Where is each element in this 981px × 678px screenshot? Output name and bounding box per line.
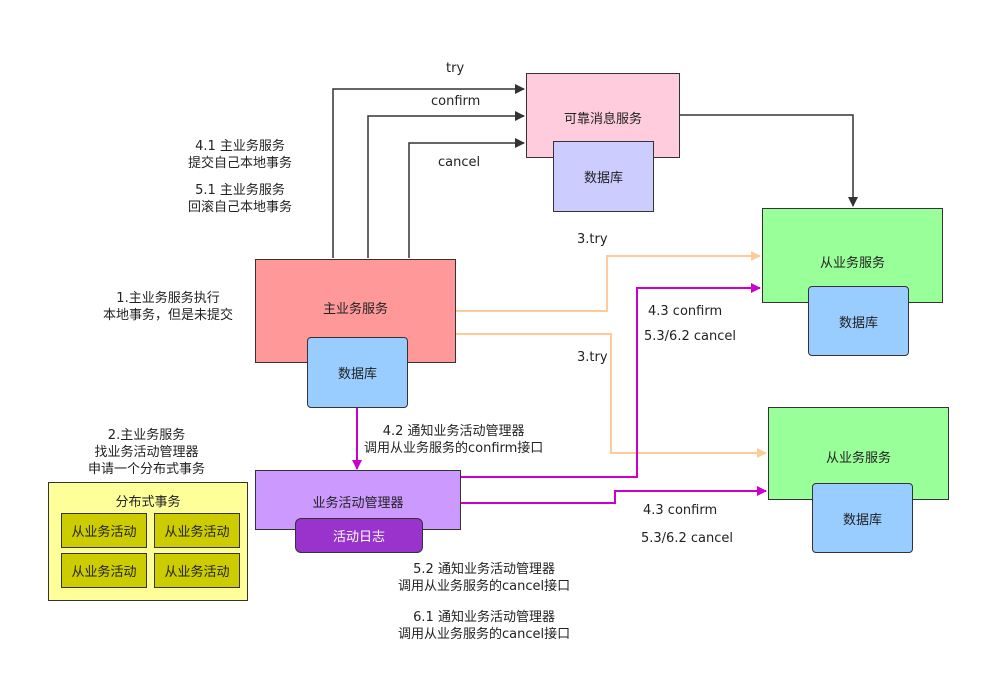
slave-activity-label: 从业务活动 bbox=[164, 565, 230, 580]
note-5-1: 5.1 主业务服务 回滚自己本地事务 bbox=[188, 183, 293, 215]
edge-confirm-slave2 bbox=[461, 486, 767, 504]
database-label: 数据库 bbox=[583, 171, 623, 186]
slave-service-2-database: 数据库 bbox=[812, 483, 913, 553]
main-service-label: 主业务服务 bbox=[322, 302, 388, 317]
activity-log: 活动日志 bbox=[295, 518, 423, 553]
database-label: 数据库 bbox=[838, 315, 878, 331]
slave-activity-4: 从业务活动 bbox=[154, 553, 240, 588]
database-label: 数据库 bbox=[337, 367, 377, 382]
edge-label-cancel-slave1: 5.3/6.2 cancel bbox=[644, 329, 736, 344]
edge-confirm-slave1 bbox=[461, 283, 761, 478]
database-label: 数据库 bbox=[842, 512, 882, 528]
note-6-1: 6.1 通知业务活动管理器 调用从业务服务的cancel接口 bbox=[398, 610, 571, 642]
activity-manager-label: 业务活动管理器 bbox=[312, 496, 404, 511]
slave-service-1-database: 数据库 bbox=[808, 286, 909, 356]
edge-label-confirm-slave2: 4.3 confirm bbox=[643, 503, 718, 518]
edge-label-try-slave1: 3.try bbox=[577, 232, 608, 247]
slave-activity-1: 从业务活动 bbox=[61, 513, 147, 548]
edge-label-confirm: confirm bbox=[431, 94, 481, 109]
edge-cancel bbox=[408, 138, 525, 258]
reliable-message-database: 数据库 bbox=[553, 141, 654, 212]
edge-try-slave2 bbox=[456, 333, 767, 458]
slave-activity-3: 从业务活动 bbox=[61, 553, 147, 588]
edge-label-cancel-slave2: 5.3/6.2 cancel bbox=[641, 531, 733, 546]
slave-activity-label: 从业务活动 bbox=[71, 565, 137, 580]
edge-try bbox=[332, 84, 525, 258]
edge-label-try-slave2: 3.try bbox=[577, 350, 608, 365]
distributed-transaction-title: 分布式事务 bbox=[115, 495, 181, 510]
note-5-2: 5.2 通知业务活动管理器 调用从业务服务的cancel接口 bbox=[398, 562, 571, 594]
edge-msg-to-slave1 bbox=[680, 114, 858, 207]
edge-label-cancel: cancel bbox=[438, 155, 481, 170]
note-4-2: 4.2 通知业务活动管理器 调用从业务服务的confirm接口 bbox=[364, 424, 544, 456]
slave-activity-2: 从业务活动 bbox=[154, 513, 240, 548]
edge-label-try: try bbox=[446, 61, 465, 76]
edge-confirm bbox=[367, 111, 525, 258]
slave-activity-label: 从业务活动 bbox=[164, 525, 230, 540]
note-1: 1.主业务服务执行 本地事务，但是未提交 bbox=[103, 291, 234, 323]
slave-activity-label: 从业务活动 bbox=[71, 525, 137, 540]
slave-service-2-label: 从业务服务 bbox=[825, 451, 891, 466]
reliable-message-service-label: 可靠消息服务 bbox=[563, 112, 642, 127]
slave-service-1-label: 从业务服务 bbox=[819, 256, 885, 271]
activity-log-label: 活动日志 bbox=[332, 530, 385, 545]
edge-try-slave1 bbox=[456, 251, 761, 312]
note-2: 2.主业务服务 找业务活动管理器 申请一个分布式事务 bbox=[88, 428, 206, 477]
main-service-database: 数据库 bbox=[307, 337, 408, 408]
note-4-1: 4.1 主业务服务 提交自己本地事务 bbox=[188, 139, 293, 171]
reliable-message-service: 可靠消息服务 bbox=[526, 73, 680, 158]
edge-label-confirm-slave1: 4.3 confirm bbox=[648, 304, 723, 319]
